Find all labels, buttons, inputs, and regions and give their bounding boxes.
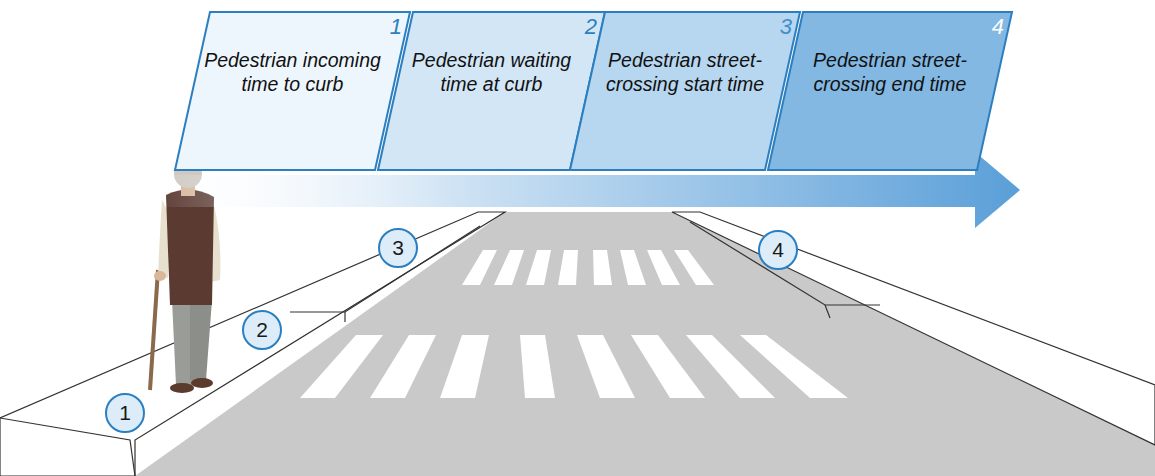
timeline-segment: 3Pedestrian street-crossing start time — [570, 12, 800, 170]
leg — [190, 300, 212, 380]
crosswalk-near — [300, 335, 848, 398]
callout-number: 1 — [119, 401, 131, 425]
callout-number: 4 — [772, 238, 784, 262]
step-label: Pedestrian incoming time to curb — [201, 48, 384, 96]
stripe — [494, 250, 524, 285]
shoe — [170, 383, 194, 393]
stripe — [440, 335, 489, 398]
curb-ramp — [344, 312, 345, 322]
cane — [150, 270, 158, 390]
callout-number: 2 — [256, 318, 268, 342]
stripe — [740, 335, 848, 398]
timeline-segment: 2Pedestrian waiting time at curb — [378, 12, 605, 170]
stripe — [370, 335, 436, 398]
right-sidewalk — [672, 212, 1155, 445]
stripe — [593, 250, 612, 285]
step-number: 1 — [390, 14, 402, 40]
stripe — [558, 250, 578, 285]
stripe — [631, 335, 705, 398]
callout-circle: 2 — [242, 310, 282, 350]
parallelogram — [175, 12, 410, 170]
callout-circle: 3 — [378, 228, 418, 268]
step-label: Pedestrian street-crossing end time — [794, 48, 986, 96]
stripe — [674, 250, 714, 285]
hand — [154, 271, 166, 281]
stripe — [577, 335, 635, 398]
curb-ramp — [290, 226, 480, 312]
parallelogram — [378, 12, 605, 170]
stripe — [520, 335, 555, 398]
parallelogram — [570, 12, 800, 170]
stripe — [526, 250, 551, 285]
stripe — [620, 250, 646, 285]
stripe — [300, 335, 383, 398]
timeline-segment: 1Pedestrian incoming time to curb — [175, 12, 410, 170]
left-sidewalk — [0, 212, 505, 476]
callout-number: 3 — [392, 236, 404, 260]
step-number: 3 — [780, 14, 792, 40]
stripe — [462, 250, 497, 285]
step-label: Pedestrian street-crossing start time — [596, 48, 774, 96]
timeline-segment: 4Pedestrian street-crossing end time — [768, 12, 1012, 170]
crosswalk-far — [462, 250, 714, 285]
parallelogram — [768, 12, 1012, 170]
step-number: 4 — [992, 14, 1004, 40]
step-number: 2 — [585, 14, 597, 40]
stripe — [647, 250, 680, 285]
callout-circle: 4 — [758, 230, 798, 270]
shoe — [191, 378, 213, 388]
curb-ramp — [690, 222, 880, 305]
step-label: Pedestrian waiting time at curb — [404, 48, 579, 96]
curb-ramp — [825, 305, 830, 318]
callout-circle: 1 — [105, 393, 145, 433]
